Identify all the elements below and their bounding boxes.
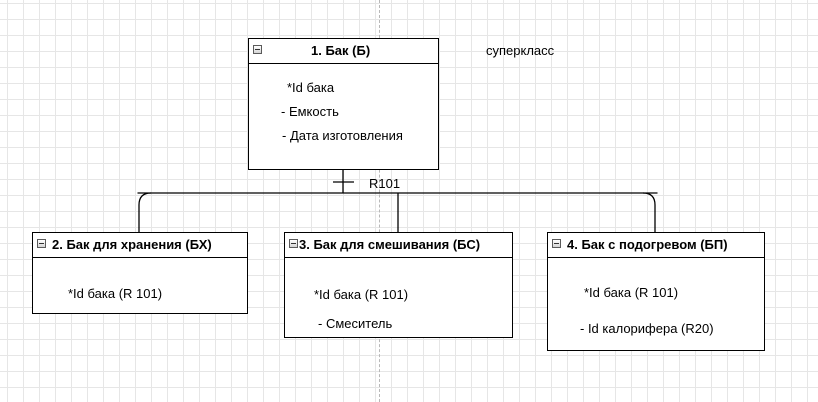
attribute-id: *Id бака [287,80,335,95]
attribute-id: *Id бака (R 101) [584,285,679,300]
entity-header: 3. Бак для смешивания (БС) [285,233,512,258]
attribute-manufacture-date: - Дата изготовления [282,128,403,143]
attribute-mixer: - Смеситель [318,316,393,331]
superclass-label: суперкласс [486,43,555,58]
entity-title: 3. Бак для смешивания (БС) [299,237,481,252]
attribute-capacity: - Емкость [281,104,339,119]
entity-title: 4. Бак с подогревом (БП) [567,237,728,252]
collapse-minus-icon[interactable] [253,45,262,54]
collapse-minus-icon[interactable] [37,239,46,248]
entity-header: 4. Бак с подогревом (БП) [548,233,764,258]
entity-header: 1. Бак (Б) [249,39,438,64]
entity-storage-tank[interactable]: 2. Бак для хранения (БХ) *Id бака (R 101… [32,232,248,314]
collapse-minus-icon[interactable] [289,239,298,248]
entity-title: 2. Бак для хранения (БХ) [52,237,212,252]
branch-storage-tank [138,192,152,232]
page-break-line [379,0,380,402]
entity-heated-tank[interactable]: 4. Бак с подогревом (БП) *Id бака (R 101… [547,232,765,351]
entity-header: 2. Бак для хранения (БХ) [33,233,247,258]
entity-title: 1. Бак (Б) [311,43,371,58]
entity-mixing-tank[interactable]: 3. Бак для смешивания (БС) *Id бака (R 1… [284,232,513,338]
attribute-heater-id: - Id калорифера (R20) [580,321,714,336]
attribute-id: *Id бака (R 101) [68,286,163,301]
entity-tank[interactable]: 1. Бак (Б) *Id бака - Емкость - Дата изг… [248,38,439,170]
relationship-label: R101 [369,176,401,191]
attribute-id: *Id бака (R 101) [314,287,409,302]
collapse-minus-icon[interactable] [552,239,561,248]
branch-heated-tank [642,192,656,232]
